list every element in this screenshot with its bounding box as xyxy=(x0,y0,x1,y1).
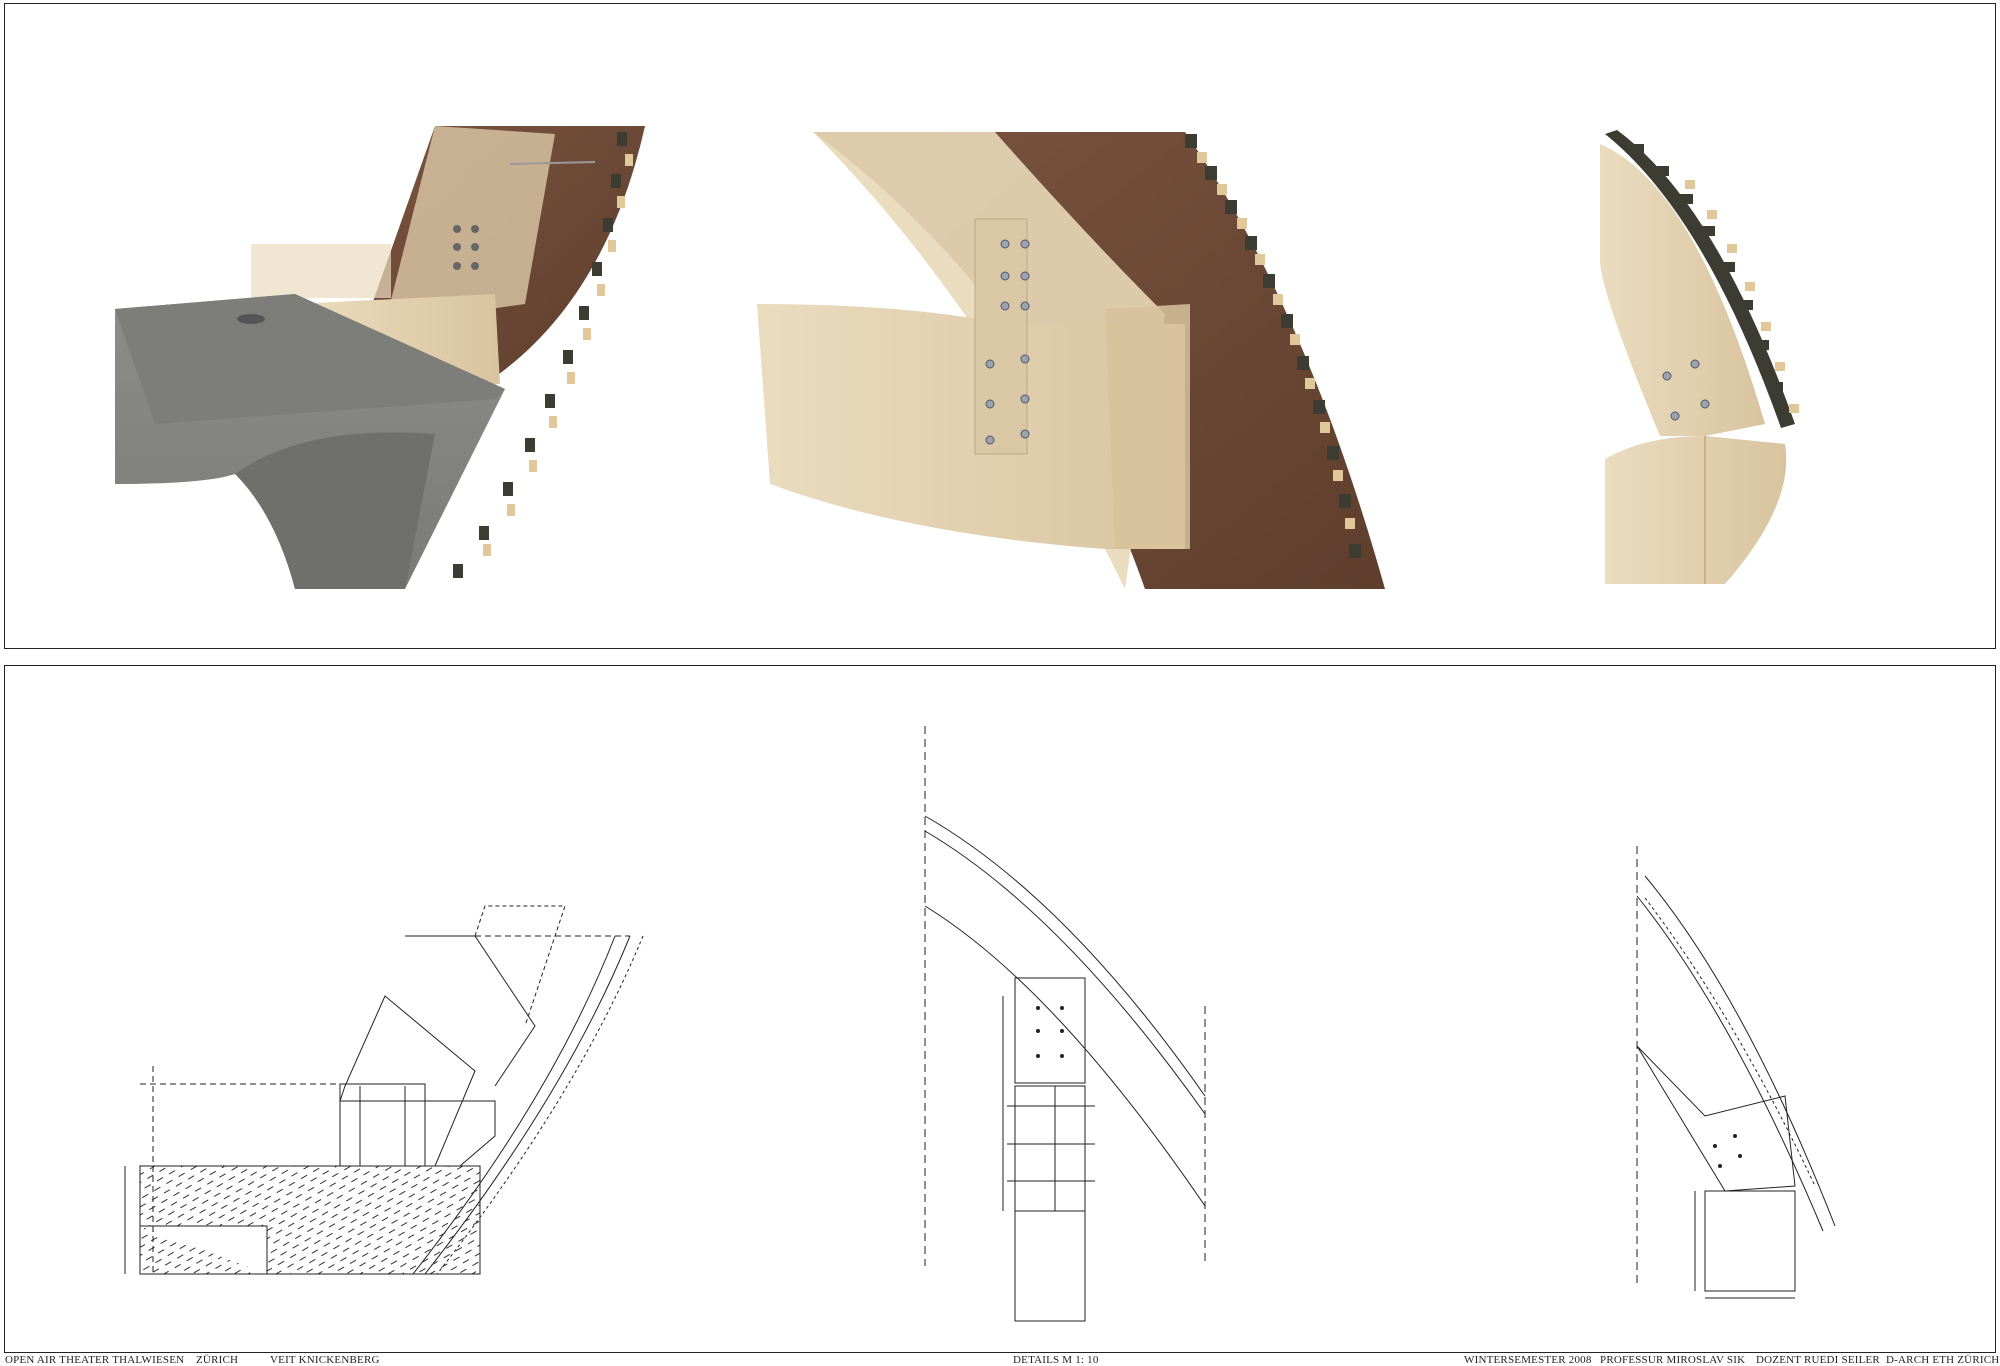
footer-sheet-title: DETAILS M 1: 10 xyxy=(1013,1354,1099,1366)
footer-semester: WINTERSEMESTER 2008 xyxy=(1464,1354,1592,1366)
footer-professor: PROFESSUR MIROSLAV SIK xyxy=(1600,1354,1746,1366)
footer-city: ZÜRICH xyxy=(196,1354,239,1366)
render-concrete-junction xyxy=(115,126,645,589)
footer-project: OPEN AIR THEATER THALWIESEN xyxy=(5,1354,185,1366)
render-views xyxy=(115,126,1799,589)
render-arch-segment xyxy=(1600,130,1799,584)
section-drawing-arch-segment xyxy=(1636,846,1836,1299)
render-beam-arch-connection xyxy=(757,132,1385,589)
footer-lecturer: DOZENT RUEDI SEILER xyxy=(1756,1354,1880,1366)
section-drawings xyxy=(124,726,1836,1322)
section-drawing-beam-arch xyxy=(924,726,1206,1322)
footer-author: VEIT KNICKENBERG xyxy=(270,1354,380,1366)
section-drawing-concrete-junction xyxy=(124,905,644,1276)
render-panel xyxy=(4,3,1996,649)
drawing-panel xyxy=(4,665,1996,1353)
footer-institute: D-ARCH ETH ZÜRICH xyxy=(1886,1354,2000,1366)
